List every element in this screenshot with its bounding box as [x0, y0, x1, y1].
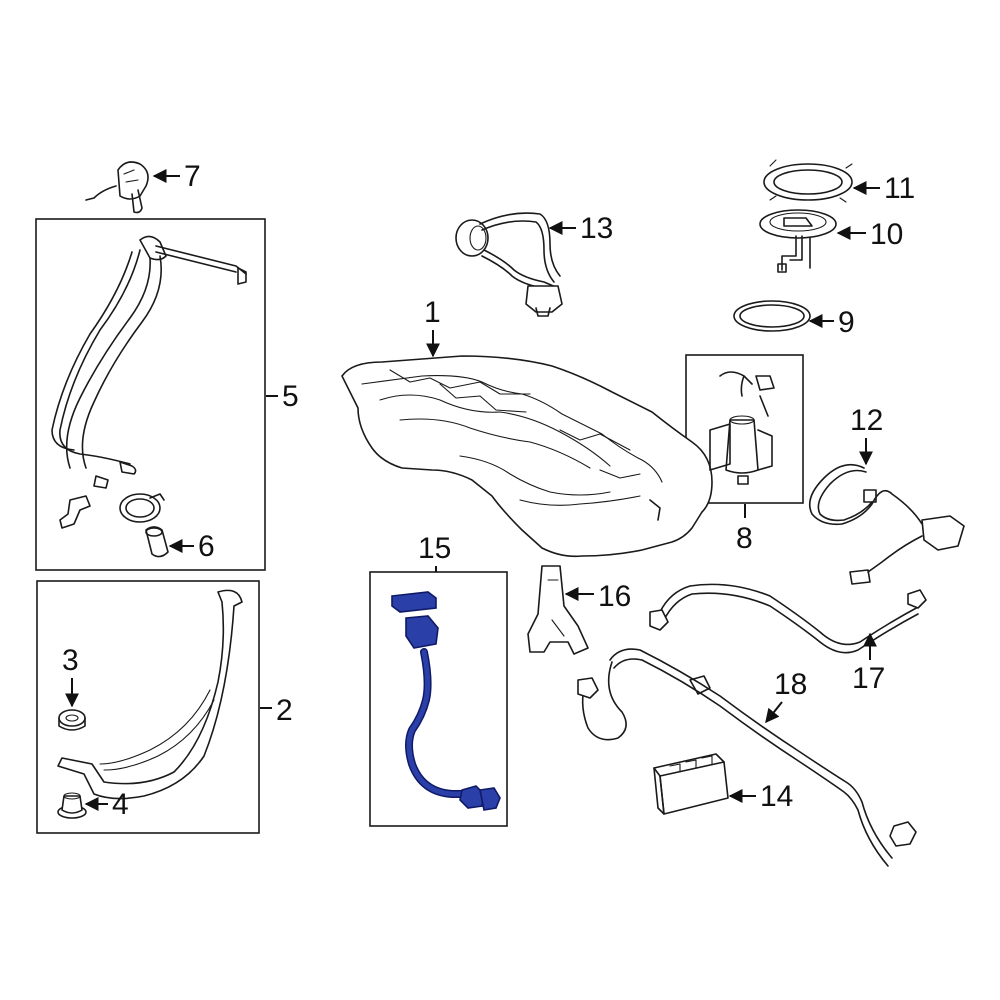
- svg-text:13: 13: [580, 212, 613, 245]
- callout-6: 6: [168, 530, 215, 563]
- group-box-15: [369, 571, 508, 827]
- group-box-8: [685, 354, 804, 504]
- svg-text:15: 15: [418, 532, 451, 565]
- callout-11: 11: [852, 172, 915, 205]
- callout-12: 12: [850, 404, 883, 466]
- svg-text:5: 5: [282, 380, 299, 413]
- callout-15: 15: [418, 532, 451, 572]
- svg-text:4: 4: [112, 788, 129, 821]
- group-box-5: [35, 218, 266, 571]
- part-7-vent-valve[interactable]: [85, 161, 149, 214]
- callout-4: 4: [84, 788, 129, 821]
- part-2-tank-strap[interactable]: [57, 589, 243, 800]
- svg-text:11: 11: [884, 172, 915, 205]
- svg-text:2: 2: [276, 694, 293, 727]
- svg-text:17: 17: [852, 662, 885, 695]
- callout-1: 1: [424, 296, 441, 358]
- part-6-hose[interactable]: [145, 526, 169, 558]
- callout-7: 7: [152, 160, 201, 193]
- callout-2: 2: [260, 694, 293, 727]
- callout-10: 10: [836, 218, 903, 251]
- svg-text:3: 3: [62, 644, 79, 677]
- callout-8: 8: [736, 504, 753, 555]
- part-17-fuel-line[interactable]: [649, 583, 927, 654]
- part-8-fuel-pump[interactable]: [709, 371, 775, 485]
- svg-text:9: 9: [838, 306, 855, 339]
- part-4-nut[interactable]: [57, 792, 87, 819]
- svg-text:6: 6: [198, 530, 215, 563]
- svg-text:10: 10: [870, 218, 903, 251]
- part-16-bracket[interactable]: [527, 565, 589, 655]
- part-3-insulator[interactable]: [58, 709, 86, 731]
- svg-text:18: 18: [774, 668, 807, 701]
- part-9-seal[interactable]: [733, 300, 811, 332]
- svg-text:16: 16: [598, 580, 631, 613]
- part-5-clamp[interactable]: [119, 493, 165, 523]
- callout-9: 9: [808, 306, 855, 339]
- callout-18: 18: [765, 668, 807, 724]
- callout-3: 3: [62, 644, 79, 708]
- part-10-sender-flange[interactable]: [759, 209, 837, 273]
- svg-text:7: 7: [184, 160, 201, 193]
- part-12-wiring-harness[interactable]: [808, 463, 965, 585]
- part-14-control-module[interactable]: [653, 753, 729, 815]
- svg-text:8: 8: [736, 522, 753, 555]
- callout-17: 17: [852, 632, 885, 695]
- part-18-long-line[interactable]: [577, 648, 917, 867]
- part-15-highlighted-harness[interactable]: [391, 591, 501, 811]
- group-box-2: [36, 580, 260, 834]
- part-1-fuel-tank[interactable]: [341, 355, 713, 558]
- svg-text:14: 14: [760, 780, 793, 813]
- part-5-bracket[interactable]: [59, 495, 91, 529]
- svg-text:1: 1: [424, 296, 441, 329]
- callout-5: 5: [266, 380, 299, 413]
- part-5-filler-pipe[interactable]: [51, 235, 247, 489]
- callout-14: 14: [728, 780, 793, 813]
- callout-13: 13: [548, 212, 613, 245]
- part-13-vent-line[interactable]: [455, 212, 563, 317]
- part-11-lock-ring[interactable]: [763, 159, 853, 203]
- svg-text:12: 12: [850, 404, 883, 437]
- callout-16: 16: [564, 580, 631, 613]
